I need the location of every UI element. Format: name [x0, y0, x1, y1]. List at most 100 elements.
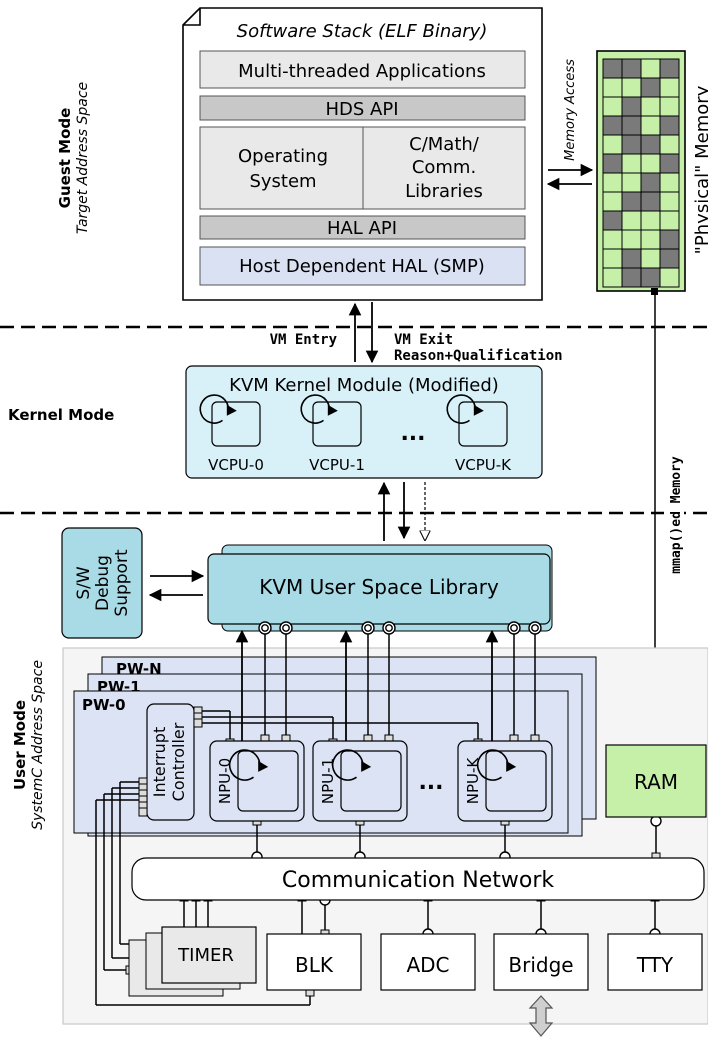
irq-label-1: Interrupt — [150, 727, 169, 797]
memory-cell — [659, 210, 680, 231]
libs-label-1: C/Math/ — [409, 134, 480, 155]
memory-cell — [602, 229, 623, 250]
guest-mode-label: Guest Mode Target Address Space — [56, 82, 91, 234]
memory-cell — [602, 210, 623, 231]
hds-api-label: HDS API — [325, 99, 398, 120]
hal-api-box — [199, 215, 526, 240]
npu-core-box — [340, 750, 402, 812]
memory-cell — [659, 134, 680, 155]
memory-cell — [621, 229, 642, 250]
memory-cell — [602, 58, 623, 79]
mmap-label-bg — [664, 432, 684, 582]
memory-cell — [621, 115, 642, 136]
npu-1: NPU-1 — [312, 740, 408, 822]
hds-api-box — [199, 95, 526, 121]
memory-cell — [640, 77, 661, 98]
apps-label: Multi-threaded Applications — [238, 61, 486, 82]
os-label-1: Operating — [238, 146, 328, 167]
npu-0: NPU-0 — [209, 740, 305, 822]
memory-cell — [640, 134, 661, 155]
npu-cycle-icon — [228, 749, 269, 781]
hal-label: Host Dependent HAL (SMP) — [239, 256, 485, 277]
adc-box — [380, 933, 476, 991]
irq-controller-box — [146, 703, 195, 821]
vcpu-cycle-icon — [199, 394, 237, 424]
npu-cycle-icon — [331, 749, 372, 781]
vcpu-group: VCPU-0 VCPU-1 VCPU-K — [199, 394, 512, 474]
memory-cell — [621, 134, 642, 155]
cycle-arc — [446, 394, 477, 424]
memory-cell — [602, 172, 623, 193]
communication-network: Communication Network — [131, 857, 705, 901]
memory-cell — [602, 134, 623, 155]
blk-label: BLK — [295, 953, 334, 977]
guest-mode-sub: Target Address Space — [75, 82, 91, 234]
memory-cell — [602, 96, 623, 117]
memory-cell — [621, 267, 642, 288]
memory-cell — [640, 58, 661, 79]
npu-core-box — [237, 750, 299, 812]
cycle-arc — [300, 394, 331, 424]
memory-cell — [659, 153, 680, 174]
kvm-module-title: KVM Kernel Module (Modified) — [229, 375, 499, 396]
vcpu-label: VCPU-0 — [208, 456, 264, 474]
physical-memory: "Physical" Memory — [596, 50, 708, 292]
mmap-connector-top — [651, 288, 658, 295]
npu-cycle-icon — [476, 749, 517, 781]
irq-label-2: Controller — [169, 722, 188, 801]
library-socket-inner — [364, 624, 372, 632]
stack-title: Software Stack (ELF Binary) — [237, 21, 488, 42]
memory-cell — [659, 172, 680, 193]
vm-exit-label-2: Reason+Qualification — [394, 348, 563, 364]
memory-cell — [602, 267, 623, 288]
memory-cell — [602, 191, 623, 212]
timer-label: TIMER — [177, 945, 234, 966]
cycle-arrowhead — [506, 760, 517, 772]
vcpu-cycle-icon — [446, 394, 484, 424]
cycle-arc — [331, 749, 364, 781]
vcpu-label: VCPU-K — [455, 456, 512, 474]
bridge-box — [493, 933, 589, 991]
debug-label-3: Support — [112, 549, 132, 617]
kernel-mode-label: Kernel Mode — [8, 406, 114, 424]
cycle-arc — [199, 394, 230, 424]
memory-cell — [659, 77, 680, 98]
memory-cell — [659, 115, 680, 136]
memory-cell — [602, 248, 623, 269]
hal-api-label: HAL API — [327, 218, 397, 239]
npu-ellipsis: ... — [418, 770, 443, 795]
vcpu-2: VCPU-K — [446, 394, 512, 474]
cycle-arrowhead — [258, 760, 269, 772]
library-socket-inner — [531, 624, 539, 632]
sw-debug-support: S/W Debug Support — [61, 527, 143, 639]
memory-cell — [659, 58, 680, 79]
vcpu-label: VCPU-1 — [309, 456, 365, 474]
vcpu-1: VCPU-1 — [300, 394, 365, 474]
os-label-2: System — [249, 171, 316, 192]
memory-cell — [659, 191, 680, 212]
physical-memory-label: "Physical" Memory — [692, 85, 708, 254]
memory-access-label: Memory Access — [563, 59, 578, 161]
cycle-arrowhead — [226, 404, 237, 416]
user-mode-name: User Mode — [11, 700, 29, 790]
memory-cell — [621, 58, 642, 79]
memory-cell — [621, 153, 642, 174]
memory-cell — [602, 77, 623, 98]
vcpu-box — [312, 401, 362, 447]
library-socket-inner — [261, 624, 269, 632]
vcpu-cycle-icon — [300, 394, 338, 424]
pw-0-label: PW-0 — [82, 696, 126, 714]
bridge-external-arrow — [528, 995, 554, 1037]
guest-mode-name: Guest Mode — [56, 108, 74, 209]
kvm-user-space-library: KVM User Space Library — [207, 544, 553, 632]
ram-label: RAM — [634, 770, 678, 794]
tty-label: TTY — [636, 953, 674, 977]
memory-cell — [621, 172, 642, 193]
memory-cell — [640, 229, 661, 250]
memory-cell — [640, 96, 661, 117]
user-mode-label: User Mode SystemC Address Space — [11, 660, 46, 830]
ram: RAM — [605, 744, 707, 818]
